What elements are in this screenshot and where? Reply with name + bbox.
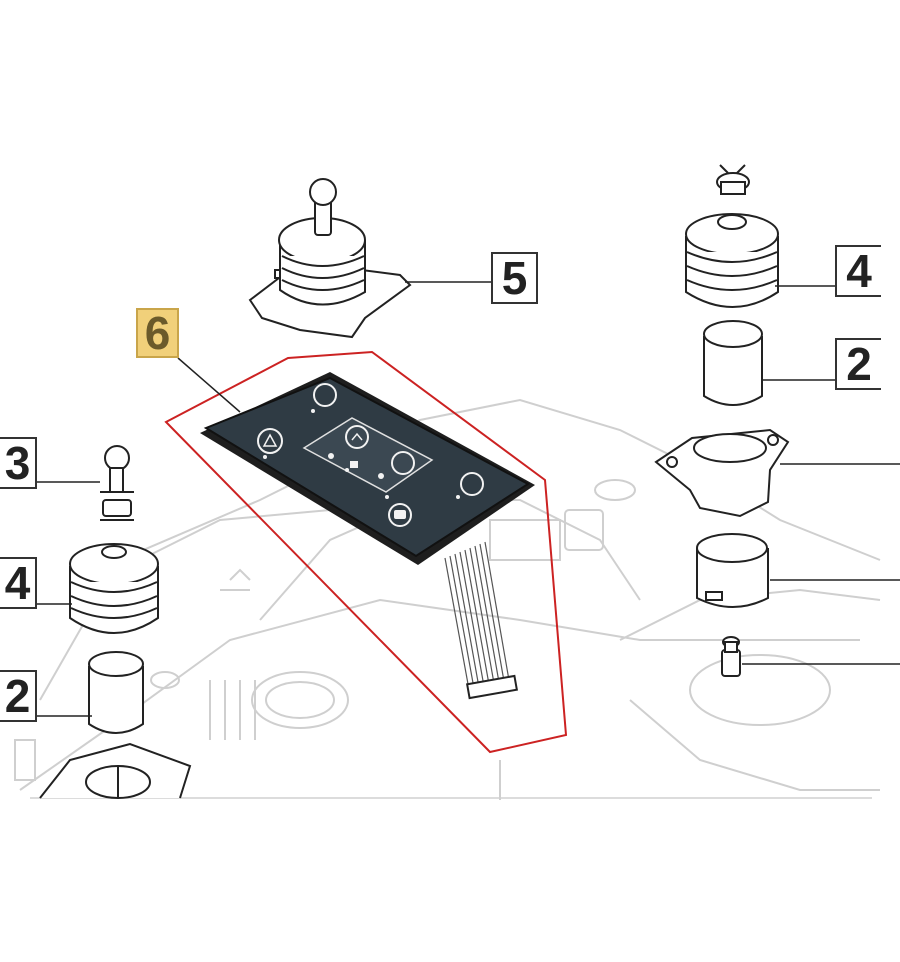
ribbon-cable: [444, 541, 511, 696]
callout-2-left: 2: [0, 670, 37, 722]
callout-5: 5: [491, 252, 538, 304]
part-6-selection-outline: [164, 350, 568, 754]
callout-6: 6: [136, 307, 179, 359]
leader-lines: [36, 281, 900, 717]
sleeve-right: [696, 533, 769, 608]
warning-button-icon: [257, 428, 283, 454]
ribbon-connector: [465, 674, 519, 700]
callout-3-left: 3: [0, 437, 37, 489]
joystick-part-5: [248, 178, 412, 339]
bushing-part-2-right: [703, 320, 763, 406]
bushing-part-2-left: [88, 651, 144, 734]
keypad-membrane: [200, 372, 535, 700]
callout-4-right: 4: [835, 245, 881, 297]
tool-button-icon: [391, 451, 415, 475]
ball-stud-part-3: [100, 445, 134, 521]
nut-right: [716, 164, 750, 195]
menu-button-icon: [313, 383, 337, 407]
bracket-right: [654, 428, 790, 518]
bellows-part-4-left: [69, 543, 159, 634]
callout-2-right: 2: [835, 338, 881, 390]
power-button-icon: [460, 472, 484, 496]
stop-button-icon: [388, 503, 412, 527]
bellows-part-4-right: [685, 213, 779, 308]
up-button-icon: [345, 425, 369, 449]
pin-right: [721, 636, 741, 677]
callout-4-left: 4: [0, 557, 37, 609]
bracket-left: [39, 742, 192, 799]
